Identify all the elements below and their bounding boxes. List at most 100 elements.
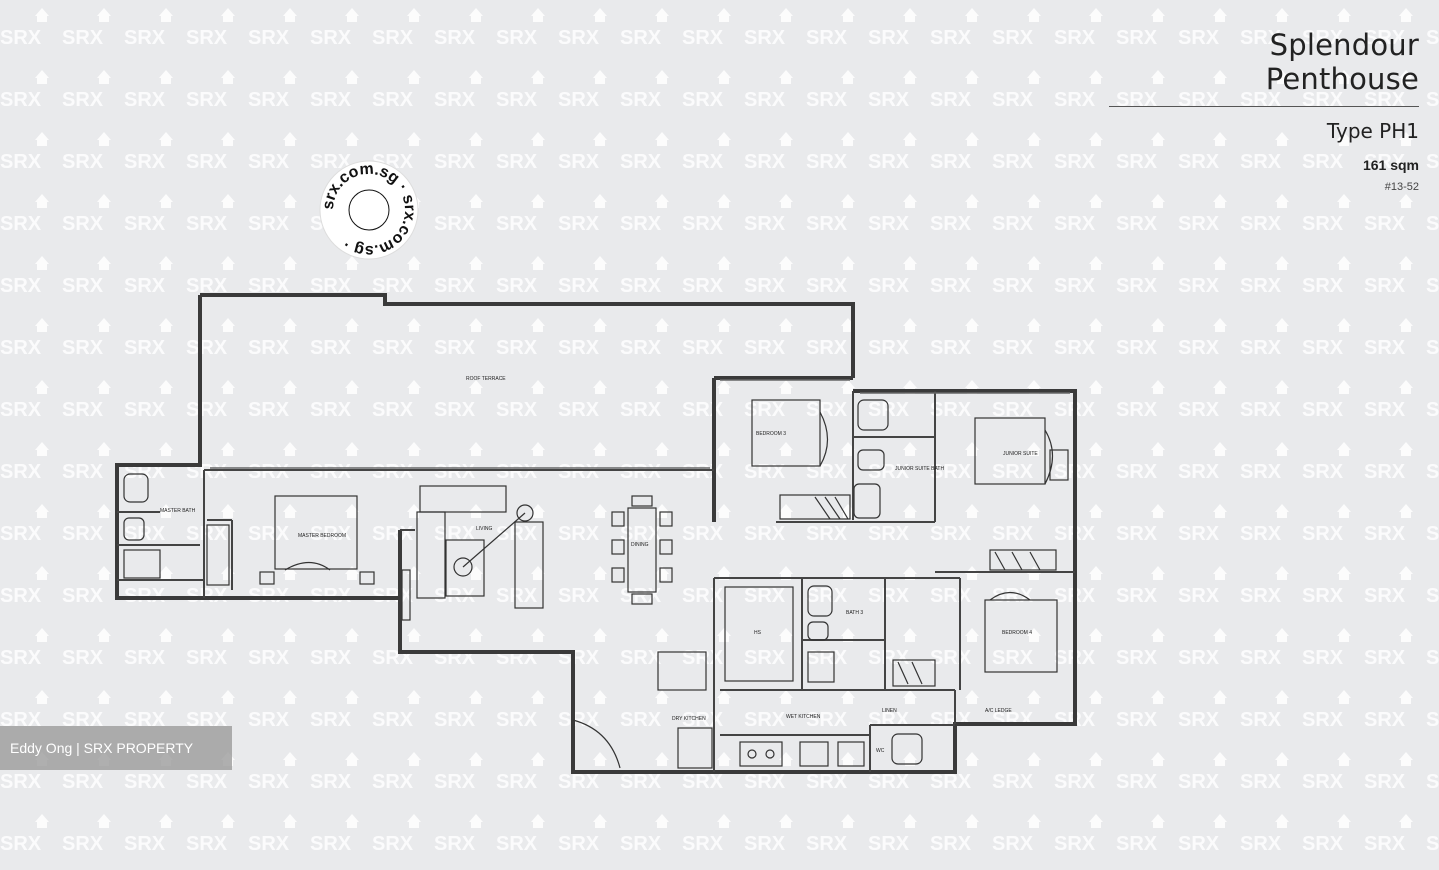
watermark-text: SRX (0, 337, 42, 359)
watermark-text: SRX (1178, 585, 1220, 607)
watermark-text: SRX (1302, 585, 1344, 607)
watermark-text: SRX (992, 833, 1034, 855)
watermark-house-icon (779, 504, 793, 518)
watermark-house-icon (345, 256, 359, 270)
watermark-text: SRX (558, 833, 600, 855)
watermark-house-icon (35, 504, 49, 518)
watermark-house-icon (1151, 380, 1165, 394)
watermark-house-icon (469, 380, 483, 394)
watermark-house-icon (159, 318, 173, 332)
watermark-text: SRX (992, 89, 1034, 111)
watermark-text: SRX (1178, 399, 1220, 421)
watermark-text: SRX (868, 585, 910, 607)
watermark-text: SRX (1364, 523, 1406, 545)
watermark-text: SRX (310, 833, 352, 855)
watermark-house-icon (1151, 8, 1165, 22)
watermark-text: SRX (310, 275, 352, 297)
watermark-text: SRX (1302, 89, 1344, 111)
watermark-house-icon (345, 566, 359, 580)
glass-doors (210, 379, 1070, 469)
watermark-house-icon (593, 194, 607, 208)
watermark-house-icon (1275, 132, 1289, 146)
watermark-house-icon (965, 752, 979, 766)
watermark-house-icon (345, 132, 359, 146)
watermark-house-icon (159, 442, 173, 456)
watermark-text: SRX (186, 399, 228, 421)
watermark-text: SRX (1240, 647, 1282, 669)
watermark-text: SRX (1116, 647, 1158, 669)
bedroom4-furniture (892, 591, 1058, 687)
watermark-text: SRX (1178, 771, 1220, 793)
watermark-house-icon (1027, 628, 1041, 642)
watermark-house-icon (221, 628, 235, 642)
watermark-house-icon (531, 318, 545, 332)
watermark-house-icon (97, 8, 111, 22)
watermark-text: SRX (1426, 275, 1439, 297)
watermark-text: SRX (1302, 337, 1344, 359)
watermark-house-icon (717, 690, 731, 704)
watermark-house-icon (35, 628, 49, 642)
watermark-house-icon (283, 504, 297, 518)
watermark-house-icon (283, 132, 297, 146)
outer-walls (115, 293, 1077, 774)
watermark-house-icon (531, 814, 545, 828)
watermark-house-icon (593, 504, 607, 518)
watermark-house-icon (593, 256, 607, 270)
watermark-house-icon (1275, 814, 1289, 828)
watermark-house-icon (35, 70, 49, 84)
watermark-text: SRX (62, 89, 104, 111)
label-bedroom-3: BEDROOM 3 (756, 431, 786, 437)
watermark-house-icon (1337, 752, 1351, 766)
watermark-house-icon (407, 814, 421, 828)
watermark-house-icon (35, 814, 49, 828)
watermark-text: SRX (1364, 337, 1406, 359)
watermark-text: SRX (1116, 337, 1158, 359)
watermark-house-icon (1027, 194, 1041, 208)
watermark-text: SRX (62, 833, 104, 855)
watermark-text: SRX (1116, 151, 1158, 173)
watermark-house-icon (655, 814, 669, 828)
watermark-house-icon (841, 752, 855, 766)
watermark-text: SRX (558, 585, 600, 607)
label-ac-ledge: A/C LEDGE (985, 708, 1012, 714)
watermark-text: SRX (496, 461, 538, 483)
watermark-text: SRX (434, 213, 476, 235)
watermark-house-icon (655, 380, 669, 394)
watermark-text: SRX (186, 151, 228, 173)
watermark-text: SRX (0, 771, 42, 793)
watermark-house-icon (1151, 566, 1165, 580)
watermark-house-icon (1337, 690, 1351, 704)
watermark-text: SRX (868, 151, 910, 173)
watermark-text: SRX (186, 213, 228, 235)
watermark-house-icon (407, 752, 421, 766)
srx-stamp: srx.com.sg · srx.com.sg · (319, 160, 419, 260)
watermark-house-icon (717, 566, 731, 580)
watermark-text: SRX (1178, 213, 1220, 235)
watermark-house-icon (1337, 194, 1351, 208)
watermark-house-icon (469, 8, 483, 22)
watermark-text: SRX (496, 89, 538, 111)
watermark-house-icon (97, 566, 111, 580)
watermark-text: SRX (1054, 151, 1096, 173)
watermark-text: SRX (1240, 275, 1282, 297)
watermark-house-icon (841, 442, 855, 456)
watermark-text: SRX (806, 833, 848, 855)
watermark-house-icon (283, 256, 297, 270)
watermark-text: SRX (558, 151, 600, 173)
watermark-text: SRX (62, 27, 104, 49)
watermark-text: SRX (930, 523, 972, 545)
watermark-text: SRX (744, 771, 786, 793)
agent-tag: Eddy Ong | SRX PROPERTY (0, 726, 232, 770)
watermark-text: SRX (1364, 647, 1406, 669)
watermark-house-icon (1275, 194, 1289, 208)
watermark-house-icon (469, 504, 483, 518)
watermark-text: SRX (1426, 89, 1439, 111)
watermark-text: SRX (744, 833, 786, 855)
watermark-house-icon (593, 8, 607, 22)
watermark-house-icon (97, 814, 111, 828)
watermark-text: SRX (1364, 461, 1406, 483)
watermark-house-icon (221, 380, 235, 394)
watermark-house-icon (469, 690, 483, 704)
watermark-house-icon (97, 380, 111, 394)
watermark-house-icon (345, 380, 359, 394)
